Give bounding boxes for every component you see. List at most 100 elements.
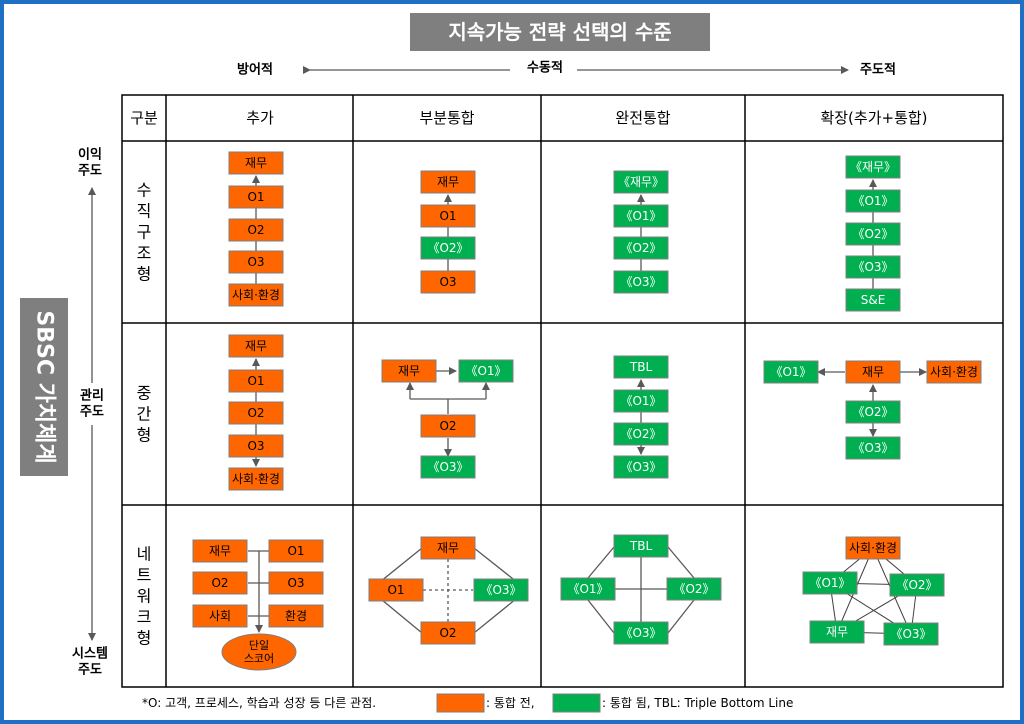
r3c3-box-tbl	[613, 534, 669, 558]
r2c3-box-go2-label: 《O2》	[620, 427, 661, 441]
r3c2-box-fin	[420, 536, 476, 560]
r2c1-box-o1-label: O1	[247, 374, 264, 388]
r3c1-box-o2	[192, 571, 248, 595]
r3c3-box-o3	[613, 621, 669, 645]
r2c4-box-soc-label: 사회·환경	[930, 365, 978, 379]
r1c2-box-fin-label: 재무	[437, 175, 459, 189]
legend-green-text: : 통합 됨, TBL: Triple Bottom Line	[602, 696, 793, 710]
r3c2-box-fin-label: 재무	[437, 541, 459, 555]
r2c3-box-go2	[613, 422, 669, 446]
r2c2-box-o3	[420, 455, 476, 479]
r3c4-box-o2	[889, 573, 945, 597]
r3c2-box-o1	[368, 578, 424, 602]
r2c4-box-o3-label: 《O3》	[852, 441, 893, 455]
r2c1-box-o3-label: O3	[247, 439, 264, 453]
r3c1-box-social	[192, 604, 248, 628]
r3c1-box-o2-label: O2	[211, 576, 228, 590]
r2c4-box-fin	[845, 360, 901, 384]
legend-orange-text: : 통합 전,	[486, 696, 535, 710]
r2c2-box-o3-label: 《O3》	[427, 460, 468, 474]
r2c1-box-fin-label: 재무	[245, 339, 267, 353]
r1c3-box-go1	[613, 204, 669, 228]
r3c1-box-fin	[192, 539, 248, 563]
r2c3-box-go1	[613, 389, 669, 413]
r1c2-box-o1-label: O1	[439, 209, 456, 223]
r3c1-score-ellipse	[221, 633, 297, 671]
r3c3-box-o1-label: 《O1》	[567, 582, 608, 596]
r2c4-box-soc	[926, 360, 982, 384]
header-col-3: 확장(추가+통합)	[820, 109, 927, 127]
r1c2-box-o3-label: O3	[439, 275, 456, 289]
r1c2-box-fin	[420, 170, 476, 194]
connector-line	[587, 546, 615, 579]
r3c1-box-o1	[268, 539, 324, 563]
r3c4-box-soc	[845, 536, 901, 560]
r2c1-box-fin	[228, 334, 284, 358]
header-col-1: 부분통합	[419, 109, 474, 127]
r1c2-box-o2-label: 《O2》	[427, 241, 468, 255]
r3c4-box-soc-label: 사회·환경	[849, 541, 897, 555]
axis-label-proactive: 주도적	[860, 62, 896, 78]
r3c2-box-o2-label: O2	[439, 626, 456, 640]
r1c2-box-o1	[420, 204, 476, 228]
header-corner: 구분	[130, 109, 158, 127]
axis-label-passive: 수동적	[527, 60, 563, 76]
connector-line	[667, 599, 695, 634]
r3c1-box-env	[268, 604, 324, 628]
r1c3-box-go1-label: 《O1》	[620, 209, 661, 223]
connector-line	[667, 546, 695, 579]
r3c4-box-fin-label: 재무	[826, 625, 848, 639]
r2c2-box-fin-label: 재무	[398, 364, 420, 378]
r1c4-box-se	[845, 288, 901, 312]
r1c2-box-o3	[420, 270, 476, 294]
title-banner	[410, 13, 710, 51]
r3c1-box-o3	[268, 571, 324, 595]
r1c3-box-gfin-label: 《재무》	[618, 175, 664, 189]
r1c4-box-go3	[845, 255, 901, 279]
header-col-2: 완전통합	[615, 109, 670, 127]
r3c1-box-o3-label: O3	[287, 576, 304, 590]
r3c4-box-o2-label: 《O2》	[896, 578, 937, 592]
r2c4-box-o1	[763, 360, 819, 384]
r1c1-box-soc	[228, 283, 284, 307]
r3c4-box-fin	[809, 620, 865, 644]
side-title-banner	[20, 298, 68, 476]
r2c2-box-fin	[381, 359, 437, 383]
r1c1-box-o3	[228, 250, 284, 274]
r1c3-box-go2-label: 《O2》	[620, 241, 661, 255]
r1c1-box-fin-label: 재무	[245, 156, 267, 170]
r3c1-box-fin-label: 재무	[209, 544, 231, 558]
r3c4-box-o1-label: 《O1》	[809, 576, 850, 590]
page-title: 지속가능 전략 선택의 수준	[448, 20, 671, 44]
header-col-0: 추가	[246, 109, 274, 127]
r2c1-box-o3	[228, 434, 284, 458]
r2c4-box-o2-label: 《O2》	[852, 405, 893, 419]
legend-orange-swatch	[436, 693, 485, 713]
r2c3-box-tbl	[613, 355, 669, 379]
r1c1-box-o1-label: O1	[247, 190, 264, 204]
r1c4-box-go1-label: 《O1》	[852, 194, 893, 208]
r1c4-box-gfin	[845, 155, 901, 179]
r3c1-box-env-label: 환경	[285, 609, 307, 623]
r1c4-box-go1	[845, 189, 901, 213]
side-title: SBSC 가치체계	[32, 310, 57, 463]
r3c4-box-o3	[883, 622, 939, 646]
connector-line	[587, 599, 615, 634]
r2c2-box-o1	[458, 359, 514, 383]
r3c3-box-o3-label: 《O3》	[620, 626, 661, 640]
r1c2-box-o2	[420, 236, 476, 260]
r2c1-box-soc-label: 사회·환경	[232, 472, 280, 486]
r1c4-box-go2-label: 《O2》	[852, 227, 893, 241]
r1c3-box-go2	[613, 236, 669, 260]
r2c4-box-o3	[845, 436, 901, 460]
r2c3-box-go1-label: 《O1》	[620, 394, 661, 408]
r1c4-box-go2	[845, 222, 901, 246]
r2c2-box-o2-label: O2	[439, 419, 456, 433]
